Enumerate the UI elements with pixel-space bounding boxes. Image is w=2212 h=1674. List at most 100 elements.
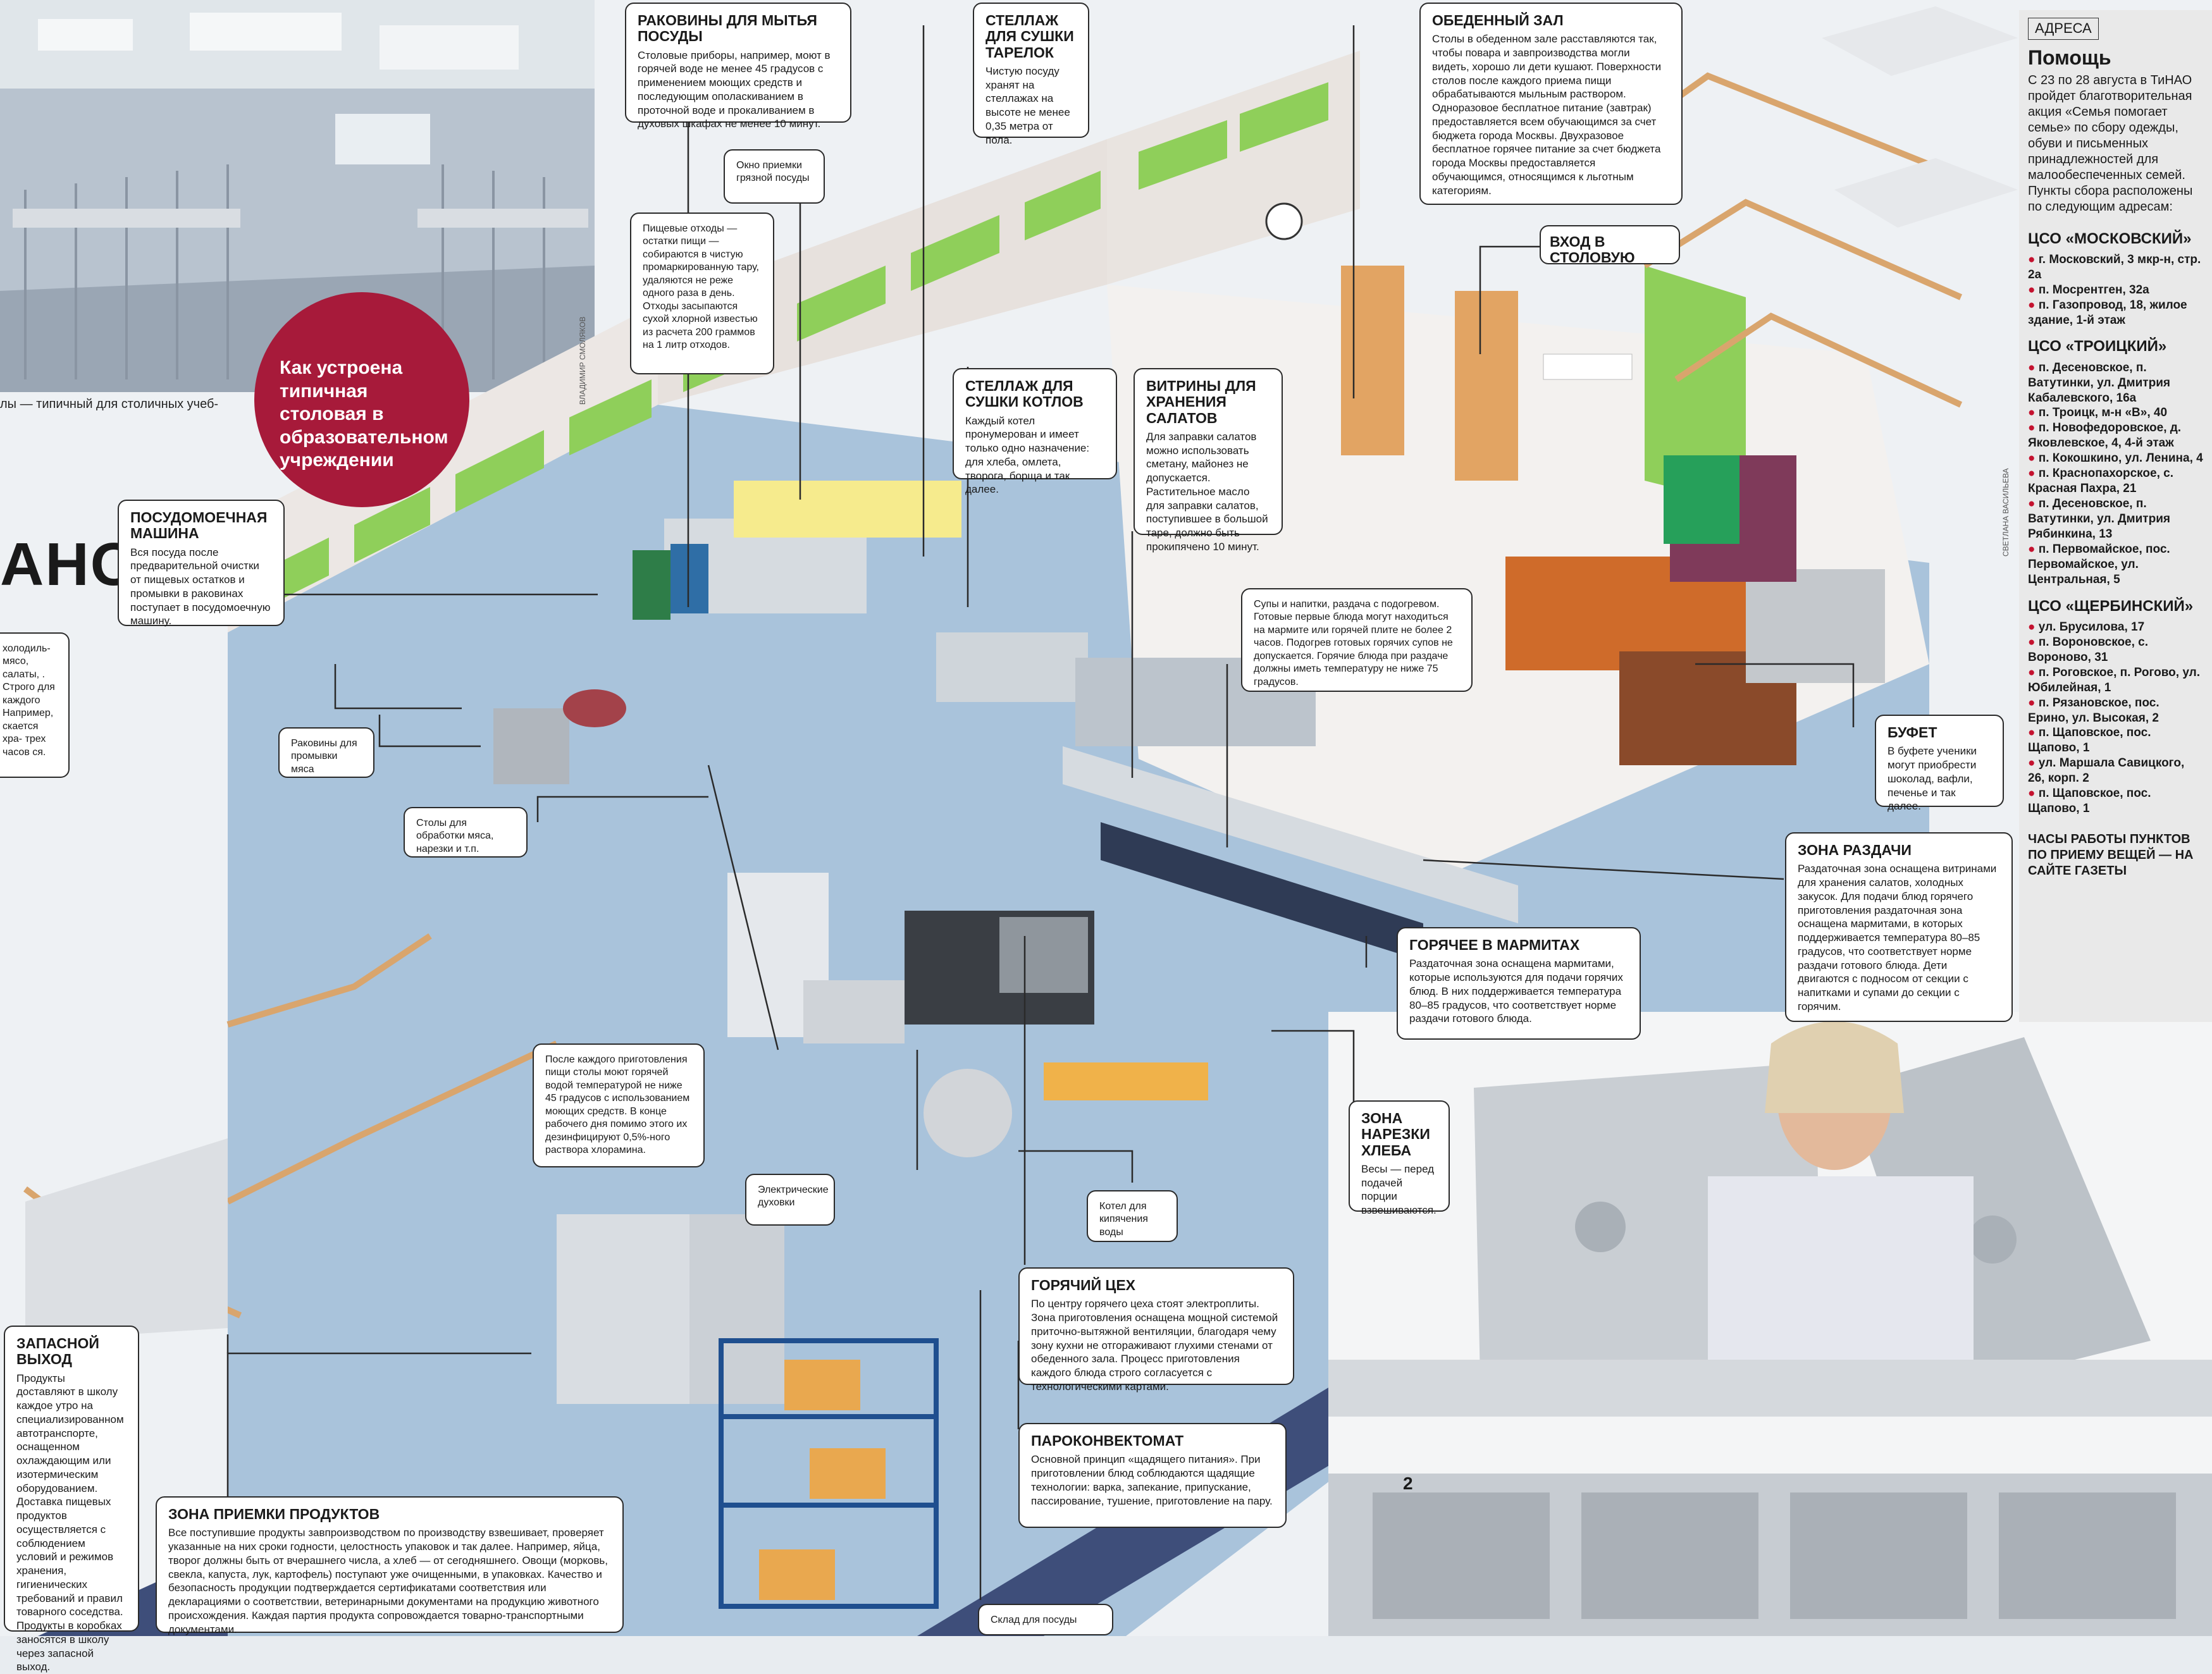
callout-body: Для заправки салатов можно использовать …	[1146, 430, 1268, 553]
callout-goods-receiving: ЗОНА ПРИЕМКИ ПРОДУКТОВ Все поступившие п…	[156, 1496, 624, 1635]
title-badge: Как устроена типичная столовая в образов…	[254, 292, 469, 507]
bullet-icon: ●	[2028, 756, 2039, 770]
bullet-icon: ●	[2028, 635, 2039, 649]
bullet-icon: ●	[2028, 283, 2039, 297]
callout-title: ВХОД В СТОЛОВУЮ	[1550, 233, 1635, 266]
callout-title: СТЕЛЛАЖ ДЛЯ СУШКИ ТАРЕЛОК	[986, 12, 1074, 61]
address-item: ● ул. Брусилова, 17	[2028, 620, 2145, 634]
address-item: ● п. Газопровод, 18, жилое здание, 1-й э…	[2028, 298, 2187, 327]
bullet-icon: ●	[2028, 298, 2039, 312]
address-item: ● п. Десеновское, п. Ватутинки, ул. Дмит…	[2028, 497, 2170, 541]
cso-name: ЦСО «МОСКОВСКИЙ»	[2028, 230, 2192, 247]
callout-title: ПАРОКОНВЕКТОМАТ	[1031, 1432, 1184, 1449]
bullet-icon: ●	[2028, 360, 2039, 374]
callout-body: холодиль- мясо, салаты, . Строго для каж…	[3, 643, 55, 758]
headline-fragment: АНО	[0, 531, 139, 598]
callout-title: РАКОВИНЫ ДЛЯ МЫТЬЯ ПОСУДЫ	[638, 12, 817, 45]
callout-salad-display: ВИТРИНЫ ДЛЯ ХРАНЕНИЯ САЛАТОВ Для заправк…	[1134, 368, 1283, 553]
bullet-icon: ●	[2028, 787, 2039, 801]
bullet-icon: ●	[2028, 542, 2039, 556]
callout-body: Супы и напитки, раздача с подогревом. Го…	[1254, 599, 1453, 687]
callout-bread-cutting: ЗОНА НАРЕЗКИ ХЛЕБА Весы — перед подачей …	[1349, 1100, 1450, 1216]
sidebar-hours-note: ЧАСЫ РАБОТЫ ПУНКТОВ ПО ПРИЕМУ ВЕЩЕЙ — НА…	[2028, 832, 2194, 878]
callout-title: ПОСУДОМОЕЧНАЯ МАШИНА	[130, 509, 268, 542]
callout-water-boiler: Котел для кипячения воды	[1087, 1190, 1178, 1242]
callout-title: ОБЕДЕННЫЙ ЗАЛ	[1432, 12, 1564, 28]
callout-body: После каждого приготовления пищи столы м…	[545, 1054, 690, 1156]
kitchen-equipment	[493, 202, 1885, 1609]
callout-food-waste: Пищевые отходы — остатки пищи — собирают…	[630, 212, 774, 374]
callout-body: Весы — перед подачей порции взвешиваются…	[1361, 1162, 1437, 1217]
callout-emergency-exit: ЗАПАСНОЙ ВЫХОД Продукты доставляют в шко…	[4, 1326, 139, 1673]
callout-buffet: БУФЕТ В буфете ученики могут приобрести …	[1875, 715, 2004, 812]
callout-plate-rack: СТЕЛЛАЖ ДЛЯ СУШКИ ТАРЕЛОК Чистую посуду …	[973, 3, 1089, 146]
address-item: ● п. Вороновское, с. Вороново, 31	[2028, 635, 2149, 664]
callout-title: ГОРЯЧИЙ ЦЕХ	[1031, 1277, 1136, 1293]
callout-title: ЗАПАСНОЙ ВЫХОД	[16, 1335, 99, 1368]
callout-body: Вся посуда после предварительной очистки…	[130, 546, 271, 627]
cso-name: ЦСО «ТРОИЦКИЙ»	[2028, 338, 2167, 355]
photo-caption: лы — типичный для столичных учеб-	[0, 397, 219, 411]
cso-name: ЦСО «ЩЕРБИНСКИЙ»	[2028, 597, 2194, 615]
callout-body: По центру горячего цеха стоят электропли…	[1031, 1298, 1278, 1393]
callout-refrigerator-partial: холодиль- мясо, салаты, . Строго для каж…	[0, 632, 70, 778]
callout-hot-shop: ГОРЯЧИЙ ЦЕХ По центру горячего цеха стоя…	[1018, 1267, 1294, 1393]
callout-body: Окно приемки грязной посуды	[736, 160, 810, 184]
bullet-icon: ●	[2028, 497, 2039, 511]
callout-body: Каждый котел пронумерован и имеет только…	[965, 414, 1090, 496]
callout-title: СТЕЛЛАЖ ДЛЯ СУШКИ КОТЛОВ	[965, 378, 1084, 410]
callout-dish-storage: Склад для посуды	[978, 1604, 1113, 1635]
callout-title: ЗОНА РАЗДАЧИ	[1798, 842, 1912, 858]
bullet-icon: ●	[2028, 467, 2039, 481]
callout-body: Столы для обработки мяса, нарезки и т.п.	[416, 818, 494, 854]
address-item: ● п. Щаповское, пос. Щапово, 1	[2028, 726, 2151, 755]
address-item: ● г. Московский, 3 мкр-н, стр. 2а	[2028, 252, 2201, 281]
callout-body: Раздаточная зона оснащена витринами для …	[1798, 863, 1997, 1012]
callout-body: Все поступившие продукты завпроизводство…	[168, 1527, 608, 1635]
callout-body: Раздаточная зона оснащена мармитами, кот…	[1409, 957, 1623, 1025]
address-item: ● п. Троицк, м-н «В», 40	[2028, 406, 2168, 420]
bullet-icon: ●	[2028, 406, 2039, 420]
bullet-icon: ●	[2028, 252, 2039, 266]
address-item: ● п. Первомайское, пос. Первомайское, ул…	[2028, 542, 2170, 586]
address-item: ● п. Роговское, п. Рогово, ул. Юбилейная…	[2028, 665, 2201, 694]
address-item: ● п. Десеновское, п. Ватутинки, ул. Дмит…	[2028, 360, 2170, 405]
callout-body: Продукты доставляют в школу каждое утро …	[16, 1372, 124, 1673]
callout-body: Пищевые отходы — остатки пищи — собирают…	[643, 223, 759, 351]
callout-electric-ovens: Электрические духовки	[745, 1174, 835, 1226]
help-sidebar: АДРЕСА Помощь С 23 по 28 августа в ТиНАО…	[2019, 10, 2212, 1022]
callout-body: Склад для посуды	[991, 1615, 1077, 1625]
callout-title: ВИТРИНЫ ДЛЯ ХРАНЕНИЯ САЛАТОВ	[1146, 378, 1256, 426]
bullet-icon: ●	[2028, 421, 2039, 435]
callout-dishwashing-sinks: РАКОВИНЫ ДЛЯ МЫТЬЯ ПОСУДЫ Столовые прибо…	[625, 3, 851, 130]
callout-body: Основной принцип «щадящего питания». При…	[1031, 1453, 1273, 1507]
address-item: ● п. Краснопахорское, с. Красная Пахра, …	[2028, 467, 2173, 496]
sidebar-tag: АДРЕСА	[2028, 18, 2099, 40]
address-item: ● п. Кокошкино, ул. Ленина, 4	[2028, 452, 2203, 465]
callout-pot-rack: СТЕЛЛАЖ ДЛЯ СУШКИ КОТЛОВ Каждый котел пр…	[953, 368, 1117, 495]
bullet-icon: ●	[2028, 726, 2039, 740]
bullet-icon: ●	[2028, 620, 2039, 634]
callout-dining-hall: ОБЕДЕННЫЙ ЗАЛ Столы в обеденном зале рас…	[1419, 3, 1683, 205]
address-item: ● ул. Маршала Савицкого, 26, корп. 2	[2028, 756, 2185, 785]
callout-soups-drinks: Супы и напитки, раздача с подогревом. Го…	[1241, 588, 1473, 692]
canteen-illustration	[0, 0, 2212, 1636]
callout-dishwasher: ПОСУДОМОЕЧНАЯ МАШИНА Вся посуда после пр…	[118, 500, 285, 627]
callout-hot-marmites: ГОРЯЧЕЕ В МАРМИТАХ Раздаточная зона осна…	[1397, 927, 1641, 1040]
leader-lines	[226, 25, 1855, 1600]
callout-title: ЗОНА НАРЕЗКИ ХЛЕБА	[1361, 1110, 1430, 1159]
callout-meat-sinks: Раковины для промывки мяса	[278, 727, 374, 778]
callout-combi-steamer: ПАРОКОНВЕКТОМАТ Основной принцип «щадяще…	[1018, 1423, 1287, 1528]
bullet-icon: ●	[2028, 452, 2039, 465]
callout-body: Электрические духовки	[758, 1185, 829, 1209]
callout-canteen-entrance: ВХОД В СТОЛОВУЮ	[1540, 225, 1680, 266]
callout-body: Столы в обеденном зале расставляются так…	[1432, 33, 1662, 197]
callout-title: ЗОНА ПРИЕМКИ ПРОДУКТОВ	[168, 1506, 380, 1522]
photo-credit: ВЛАДИМИР СМОЛЯКОВ	[578, 316, 587, 405]
callout-serving-zone: ЗОНА РАЗДАЧИ Раздаточная зона оснащена в…	[1785, 832, 2013, 1022]
callout-dirty-dish-window: Окно приемки грязной посуды	[724, 149, 825, 204]
address-item: ● п. Новофедоровское, д. Яковлевское, 4,…	[2028, 421, 2182, 450]
callout-table-cleaning: После каждого приготовления пищи столы м…	[533, 1043, 705, 1167]
sidebar-title: Помощь	[2028, 46, 2111, 69]
callout-body: Раковины для промывки мяса	[291, 738, 357, 775]
